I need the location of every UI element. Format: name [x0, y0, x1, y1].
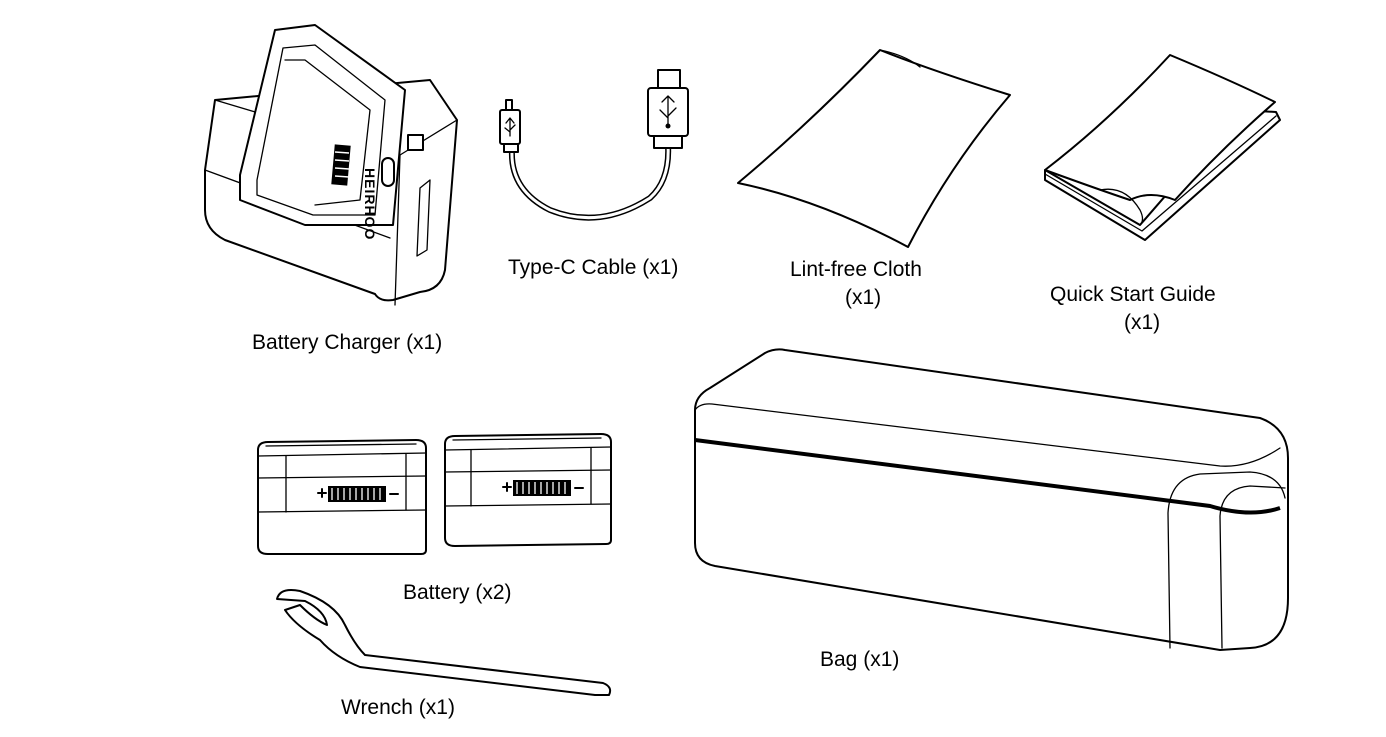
lint-free-cloth-label-line1: Lint-free Cloth	[790, 258, 922, 281]
battery-charger-label: Battery Charger (x1)	[252, 331, 443, 354]
wrench-illustration	[276, 589, 612, 696]
quick-start-guide-label-line2: (x1)	[1124, 311, 1161, 334]
lint-free-cloth-illustration	[737, 49, 1011, 248]
battery-label: Battery (x2)	[403, 581, 512, 604]
type-c-cable-illustration	[499, 69, 689, 221]
bag-illustration	[694, 348, 1289, 651]
lint-free-cloth-label-line2: (x1)	[845, 286, 882, 309]
quick-start-guide-illustration	[1044, 54, 1281, 241]
quick-start-guide-label-line1: Quick Start Guide	[1050, 283, 1216, 306]
battery-charger-illustration	[204, 24, 458, 306]
type-c-cable-label: Type-C Cable (x1)	[508, 256, 679, 279]
battery-illustration-left	[257, 439, 427, 555]
battery-illustration-right	[444, 433, 612, 547]
bag-label: Bag (x1)	[820, 648, 900, 671]
wrench-label: Wrench (x1)	[341, 696, 455, 719]
charger-brand-text: HEIRHOO	[362, 168, 378, 241]
